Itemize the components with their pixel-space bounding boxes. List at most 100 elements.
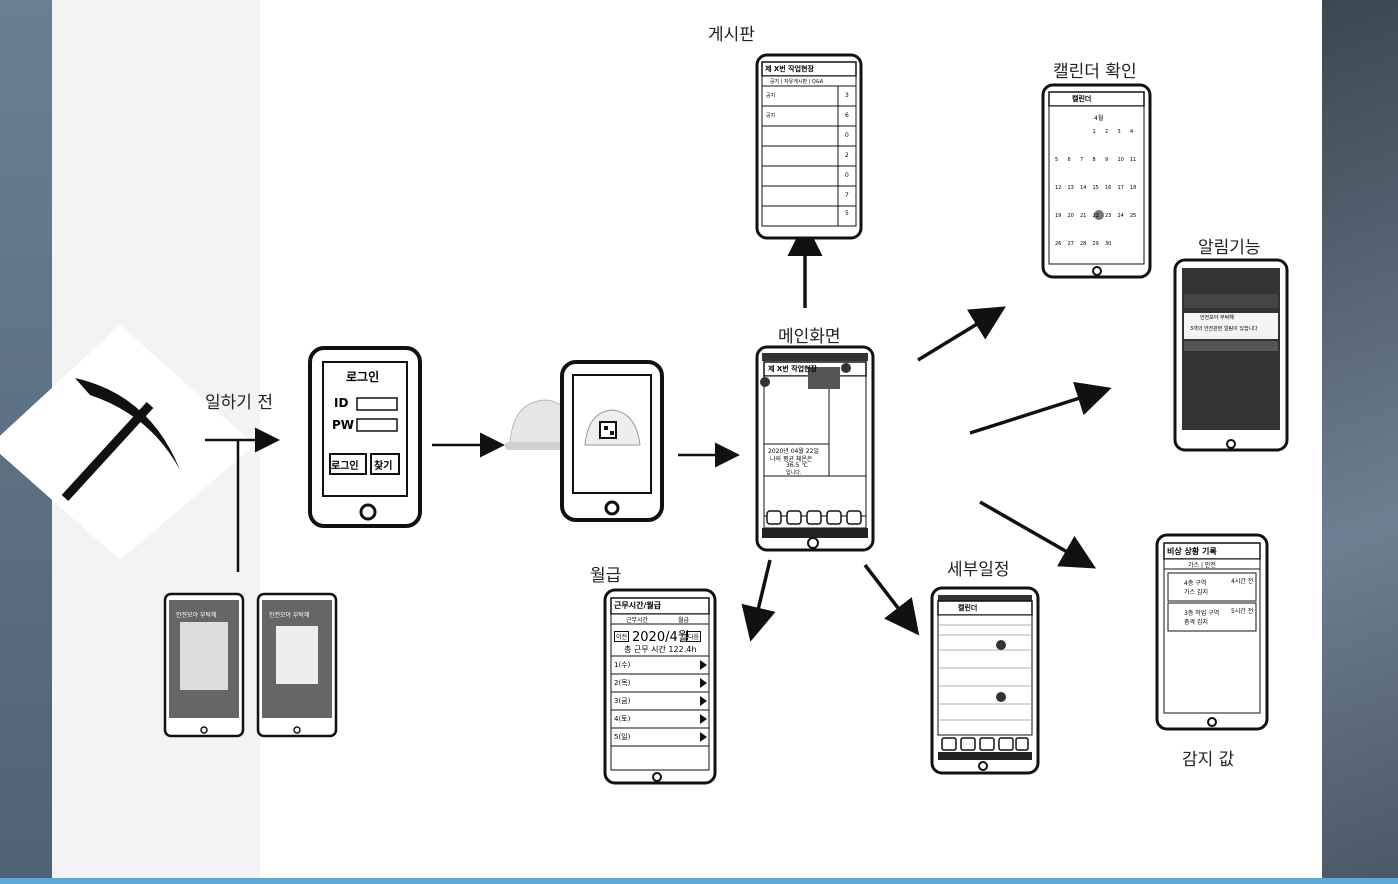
board-row-count: 0 <box>845 132 849 139</box>
calendar-day[interactable]: 27 <box>1067 241 1074 247</box>
notify-app-name: 안전모야 부탁해 <box>1200 315 1234 321</box>
salary-day-row[interactable]: 2(목) <box>614 679 631 687</box>
notify-phone <box>1173 258 1289 452</box>
qr-phone <box>560 360 664 522</box>
calendar-day[interactable]: 9 <box>1105 157 1109 163</box>
salary-prev-button[interactable]: 이전 <box>614 631 630 642</box>
login-title: 로그인 <box>346 370 380 384</box>
salary-phone <box>603 588 717 785</box>
sensor-item-time: 5시간 전 <box>1231 608 1254 615</box>
calendar-day[interactable]: 28 <box>1080 241 1087 247</box>
right-frame <box>1322 0 1398 884</box>
sensor-item-title[interactable]: 4층 구역 <box>1184 580 1207 587</box>
schedule-phone <box>930 586 1040 775</box>
calendar-day[interactable]: 21 <box>1080 213 1087 219</box>
arrow-to-calendar <box>917 306 1006 362</box>
calendar-day[interactable]: 15 <box>1092 185 1099 191</box>
label-calendar-check: 캘린더 확인 <box>1053 62 1137 82</box>
main-temp-end: 입니다. <box>786 470 802 476</box>
id-label: ID <box>334 396 349 410</box>
schedule-header: 캘린더 <box>958 604 978 612</box>
calendar-day[interactable]: 19 <box>1055 213 1062 219</box>
sensor-tabs[interactable]: 가스 | 안전 <box>1188 562 1216 569</box>
label-salary: 월급 <box>590 566 622 586</box>
diamond-shape <box>0 325 255 560</box>
calendar-day[interactable]: 29 <box>1092 241 1099 247</box>
login-phone <box>308 346 422 528</box>
calendar-day[interactable]: 11 <box>1130 157 1137 163</box>
calendar-day[interactable]: 4 <box>1130 129 1134 135</box>
calendar-day[interactable]: 8 <box>1092 157 1096 163</box>
board-row-count: 3 <box>845 92 849 99</box>
intro-phone-1 <box>163 592 245 738</box>
calendar-day[interactable]: 1 <box>1092 129 1096 135</box>
calendar-day[interactable]: 26 <box>1055 241 1062 247</box>
salary-tab-work[interactable]: 근무시간 <box>626 617 649 624</box>
calendar-day[interactable]: 16 <box>1105 185 1112 191</box>
calendar-day[interactable]: 14 <box>1080 185 1087 191</box>
main-temp-line: 나의 평균 체온은 <box>770 456 813 463</box>
main-temp-value: 36.5 ℃ <box>786 462 809 469</box>
calendar-day[interactable]: 30 <box>1105 241 1112 247</box>
main-phone <box>755 345 875 552</box>
intro-phone-2 <box>256 592 338 738</box>
board-header: 제 X번 작업현장 <box>765 65 814 73</box>
board-row-title[interactable]: 공지 <box>766 93 776 99</box>
pw-label: PW <box>332 418 355 432</box>
salary-day-row[interactable]: 5(일) <box>614 733 631 741</box>
intro-title: 안전모야 부탁해 <box>176 612 217 619</box>
calendar-day[interactable]: 18 <box>1130 185 1137 191</box>
board-phone <box>755 53 863 240</box>
board-row-count: 7 <box>845 192 849 199</box>
main-header: 제 X번 작업현장 <box>768 365 817 373</box>
salary-header: 근무시간/월급 <box>614 601 662 610</box>
calendar-day[interactable]: 24 <box>1117 213 1124 219</box>
calendar-day[interactable]: 3 <box>1117 129 1121 135</box>
sensor-item-sub: 충격 감지 <box>1184 619 1208 626</box>
sensor-item-sub: 가스 감지 <box>1184 589 1208 596</box>
salary-month: 2020/4월 <box>632 630 690 645</box>
sensor-header: 비상 상황 기록 <box>1167 547 1217 556</box>
bottom-bar <box>0 878 1398 884</box>
salary-day-row[interactable]: 3(금) <box>614 697 631 705</box>
main-date: 2020년 04월 22일 <box>768 448 819 455</box>
board-row-count: 6 <box>845 112 849 119</box>
calendar-day[interactable]: 6 <box>1067 157 1071 163</box>
arrow-to-notify <box>969 381 1112 435</box>
calendar-day[interactable]: 2 <box>1105 129 1109 135</box>
calendar-day[interactable]: 23 <box>1105 213 1112 219</box>
find-button[interactable]: 찾기 <box>374 461 393 472</box>
calendar-day[interactable]: 12 <box>1055 185 1062 191</box>
calendar-day[interactable]: 7 <box>1080 157 1084 163</box>
calendar-day[interactable]: 13 <box>1067 185 1074 191</box>
calendar-day[interactable]: 17 <box>1117 185 1124 191</box>
label-board: 게시판 <box>708 25 755 45</box>
sensor-phone <box>1155 533 1269 731</box>
salary-day-row[interactable]: 1(수) <box>614 661 631 669</box>
label-before-work: 일하기 전 <box>205 393 273 413</box>
board-row-count: 5 <box>845 210 849 217</box>
salary-next-button[interactable]: 다음 <box>686 631 702 642</box>
arrow-to-schedule <box>863 563 920 636</box>
calendar-day[interactable]: 20 <box>1067 213 1074 219</box>
intro-title: 안전모야 부탁해 <box>269 612 310 619</box>
sensor-item-title[interactable]: 3층 작업 구역 <box>1184 610 1220 617</box>
board-row-count: 2 <box>845 152 849 159</box>
salary-day-row[interactable]: 4(토) <box>614 715 631 723</box>
label-detail-schedule: 세부일정 <box>947 560 1010 580</box>
calendar-day[interactable]: 10 <box>1117 157 1124 163</box>
salary-tab-pay[interactable]: 월급 <box>678 617 690 624</box>
label-main-screen: 메인화면 <box>778 327 841 347</box>
board-tabs[interactable]: 공지 | 자유게시판 | Q&A <box>770 79 824 85</box>
calendar-day[interactable]: 22 <box>1092 213 1099 219</box>
calendar-phone <box>1041 83 1152 279</box>
arrow-to-sensor <box>979 500 1097 569</box>
calendar-day[interactable]: 25 <box>1130 213 1137 219</box>
login-button[interactable]: 로그인 <box>331 461 359 472</box>
board-row-count: 0 <box>845 172 849 179</box>
calendar-day[interactable]: 5 <box>1055 157 1059 163</box>
board-row-title[interactable]: 공지 <box>766 113 776 119</box>
label-sensor-value: 감지 값 <box>1182 750 1235 770</box>
notify-message[interactable]: 3개의 안전관련 알림이 있습니다 <box>1190 326 1258 332</box>
